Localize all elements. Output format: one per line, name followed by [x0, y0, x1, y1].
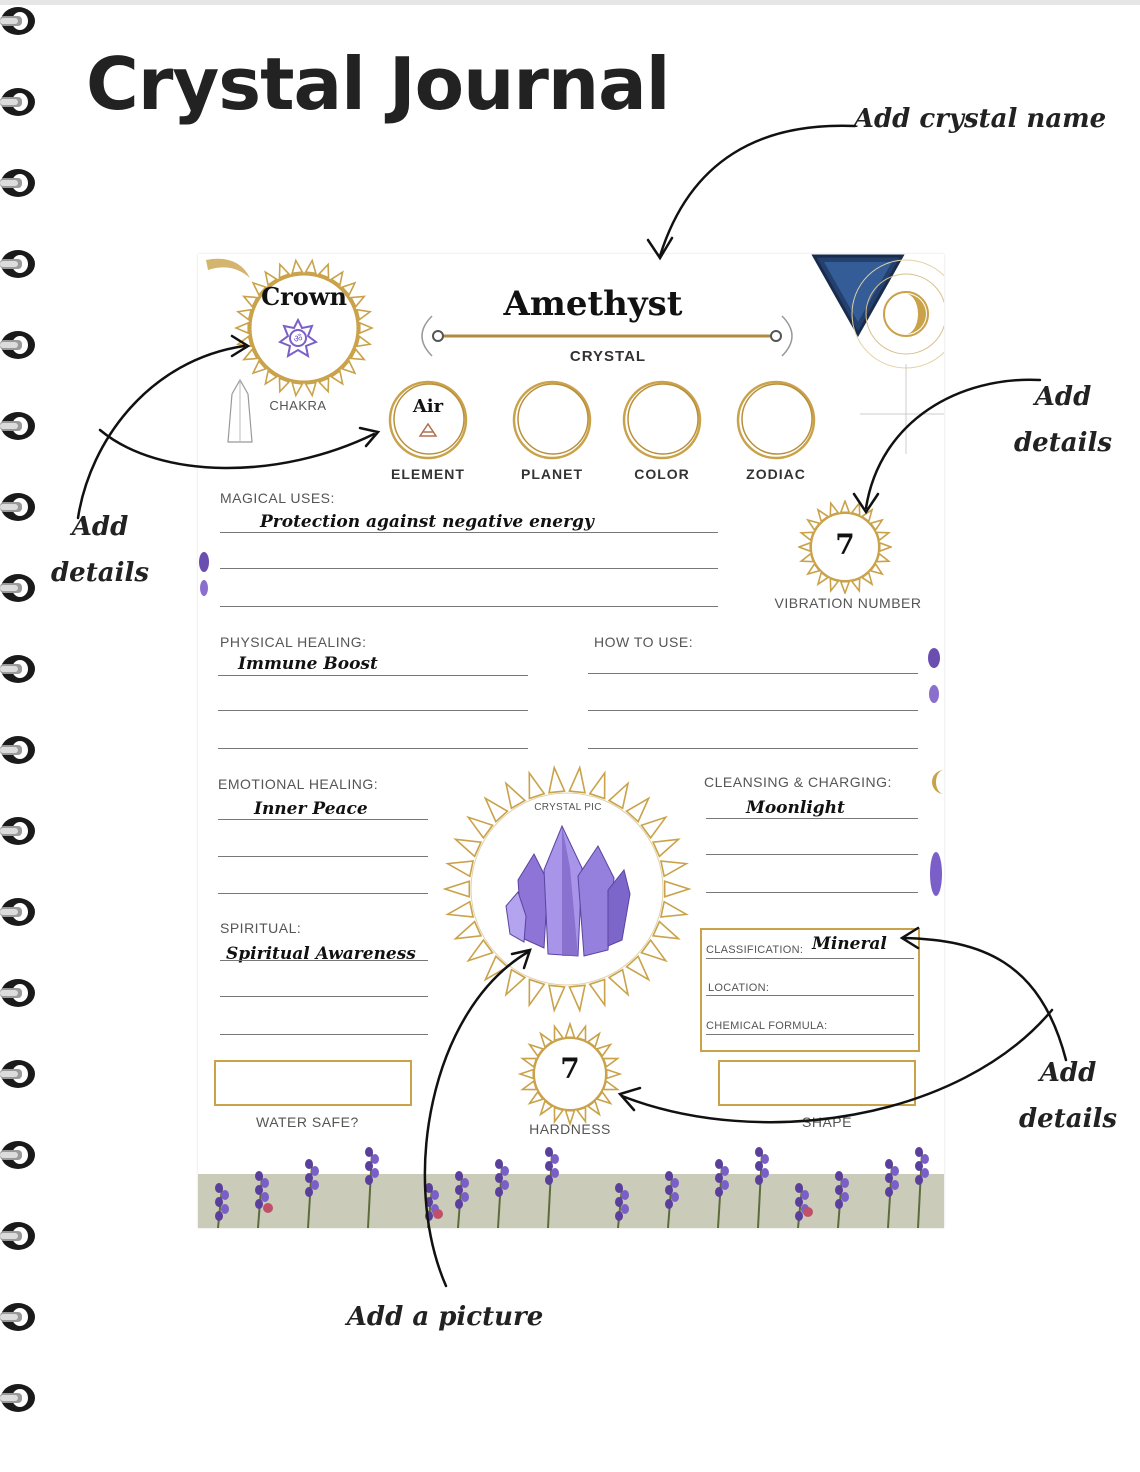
emotional-healing-label: EMOTIONAL HEALING:	[218, 776, 379, 792]
spiral-ring	[0, 85, 40, 119]
name-banner-ornament	[421, 315, 793, 357]
location-label: LOCATION:	[708, 982, 770, 994]
location-line[interactable]	[706, 995, 914, 996]
emotional-healing-value[interactable]: Inner Peace	[254, 799, 368, 819]
physical-healing-line-2[interactable]	[218, 710, 528, 711]
hardness-value[interactable]: 7	[560, 1052, 580, 1085]
spiritual-line-2[interactable]	[220, 996, 428, 997]
magical-uses-line-3[interactable]	[220, 606, 718, 607]
how-to-use-line-2[interactable]	[588, 710, 918, 711]
attribute-element[interactable]	[386, 378, 470, 466]
spiritual-label: SPIRITUAL:	[220, 920, 302, 936]
spiral-ring	[0, 328, 40, 362]
cleansing-line-2[interactable]	[706, 854, 918, 855]
spiral-ring	[0, 814, 40, 848]
emotional-healing-line-2[interactable]	[218, 856, 428, 857]
water-safe-input[interactable]	[214, 1060, 412, 1106]
water-safe-label: WATER SAFE?	[256, 1114, 359, 1130]
emotional-healing-line-1[interactable]	[218, 819, 428, 820]
spiral-ring	[0, 166, 40, 200]
cleansing-value[interactable]: Moonlight	[746, 798, 845, 818]
spiritual-line-3[interactable]	[220, 1034, 428, 1035]
mineral-info-box	[700, 928, 920, 1052]
hardness-sunburst	[518, 1022, 622, 1126]
vibration-label: VIBRATION NUMBER	[774, 595, 922, 611]
spiral-ring	[0, 1300, 40, 1334]
physical-healing-value[interactable]: Immune Boost	[238, 654, 378, 674]
how-to-use-line-1[interactable]	[588, 673, 918, 674]
vibration-value[interactable]: 7	[835, 528, 855, 561]
cosmic-triangle-icon	[811, 254, 944, 454]
note-add-crystal-name: Add crystal name	[853, 104, 1107, 134]
crystal-name[interactable]: Amethyst	[503, 284, 683, 324]
om-icon: ॐ	[278, 318, 318, 358]
quartz-sketch-icon	[227, 378, 253, 443]
how-to-use-line-3[interactable]	[588, 748, 918, 749]
spiral-ring	[0, 4, 40, 38]
magical-uses-value[interactable]: Protection against negative energy	[260, 512, 594, 532]
amethyst-cluster-image[interactable]	[504, 820, 634, 960]
side-lavender-left-icon	[199, 552, 209, 596]
spiral-ring	[0, 1219, 40, 1253]
hardness-label: HARDNESS	[529, 1121, 611, 1137]
magical-uses-line-2[interactable]	[220, 568, 718, 569]
emotional-healing-line-3[interactable]	[218, 893, 428, 894]
cleansing-label: CLEANSING & CHARGING:	[704, 774, 892, 790]
attribute-label: ZODIAC	[746, 466, 806, 482]
classification-label: CLASSIFICATION:	[706, 944, 804, 956]
attribute-label: PLANET	[521, 466, 583, 482]
attribute-label: COLOR	[634, 466, 690, 482]
spiral-ring	[0, 652, 40, 686]
magical-uses-label: MAGICAL USES:	[220, 490, 335, 506]
attribute-planet[interactable]	[510, 378, 594, 466]
crystal-label: CRYSTAL	[569, 348, 647, 365]
how-to-use-label: HOW TO USE:	[594, 634, 694, 650]
svg-text:ॐ: ॐ	[293, 333, 302, 345]
crystal-pic-label: CRYSTAL PIC	[534, 802, 602, 813]
cleansing-line-1[interactable]	[706, 818, 918, 819]
spiral-ring	[0, 1057, 40, 1091]
top-edge	[0, 0, 1140, 5]
attribute-color[interactable]	[620, 378, 704, 466]
classification-value[interactable]: Mineral	[812, 934, 887, 954]
attribute-label: ELEMENT	[391, 466, 465, 482]
spiral-ring	[0, 976, 40, 1010]
spiral-ring	[0, 247, 40, 281]
side-lavender-right-icon	[928, 648, 940, 703]
magical-uses-line-1[interactable]	[220, 532, 718, 533]
spiral-ring	[0, 1381, 40, 1415]
chakra-value[interactable]: Crown	[261, 282, 347, 311]
journal-title: Crystal Journal	[86, 42, 670, 126]
cleansing-line-3[interactable]	[706, 892, 918, 893]
classification-line[interactable]	[706, 958, 914, 959]
side-moon-right-icon	[930, 770, 944, 896]
moon-decoration-icon	[206, 258, 250, 278]
physical-healing-label: PHYSICAL HEALING:	[220, 634, 367, 650]
air-triangle-icon	[418, 422, 438, 442]
physical-healing-line-3[interactable]	[218, 748, 528, 749]
spiral-ring	[0, 733, 40, 767]
vibration-sunburst	[798, 500, 892, 594]
spiral-ring	[0, 571, 40, 605]
spiral-ring	[0, 895, 40, 929]
spiral-ring	[0, 490, 40, 524]
chemical-formula-line[interactable]	[706, 1034, 914, 1035]
spiral-ring	[0, 1138, 40, 1172]
chakra-label: CHAKRA	[269, 398, 327, 413]
spiral-ring	[0, 409, 40, 443]
note-add-picture: Add a picture	[346, 1302, 544, 1332]
lavender-flowers-decoration	[198, 1147, 944, 1228]
physical-healing-line-1[interactable]	[218, 675, 528, 676]
spiritual-value[interactable]: Spiritual Awareness	[226, 944, 416, 964]
shape-input[interactable]	[718, 1060, 916, 1106]
attribute-value[interactable]: Air	[412, 396, 444, 417]
chemical-formula-label: CHEMICAL FORMULA:	[706, 1020, 828, 1032]
attribute-zodiac[interactable]	[734, 378, 818, 466]
spiritual-line-1[interactable]	[220, 960, 428, 961]
